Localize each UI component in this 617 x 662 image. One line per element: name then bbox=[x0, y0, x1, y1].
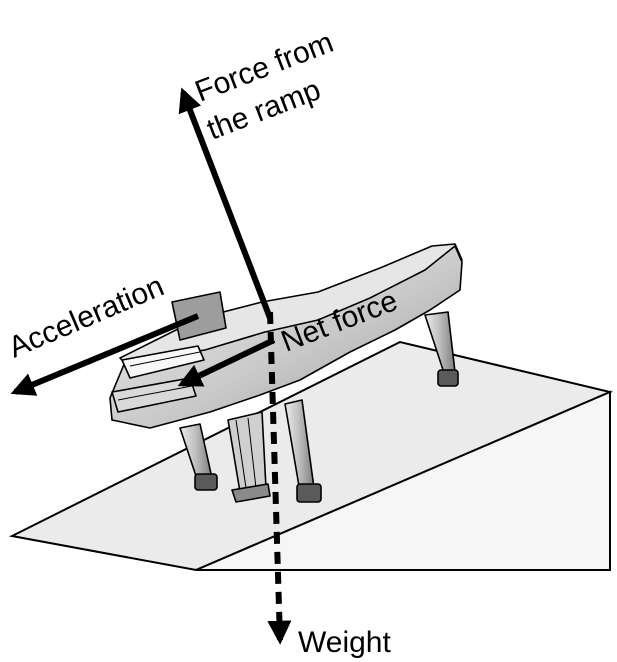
weight-arrow bbox=[267, 311, 292, 645]
net-force-arrow bbox=[177, 337, 276, 387]
piano-front-right-caster bbox=[296, 483, 322, 503]
acceleration-arrow bbox=[10, 313, 200, 396]
ramp bbox=[8, 340, 614, 572]
piano-rear-caster bbox=[437, 369, 459, 387]
weight-label: Weight bbox=[298, 626, 391, 659]
ramp-side-face bbox=[195, 390, 611, 571]
piano-pedals bbox=[231, 483, 271, 503]
piano-keyboard bbox=[121, 345, 205, 379]
piano-front-left-caster bbox=[194, 473, 218, 491]
piano-keyboard-front bbox=[111, 377, 197, 413]
force-from-ramp-arrow bbox=[178, 87, 273, 320]
